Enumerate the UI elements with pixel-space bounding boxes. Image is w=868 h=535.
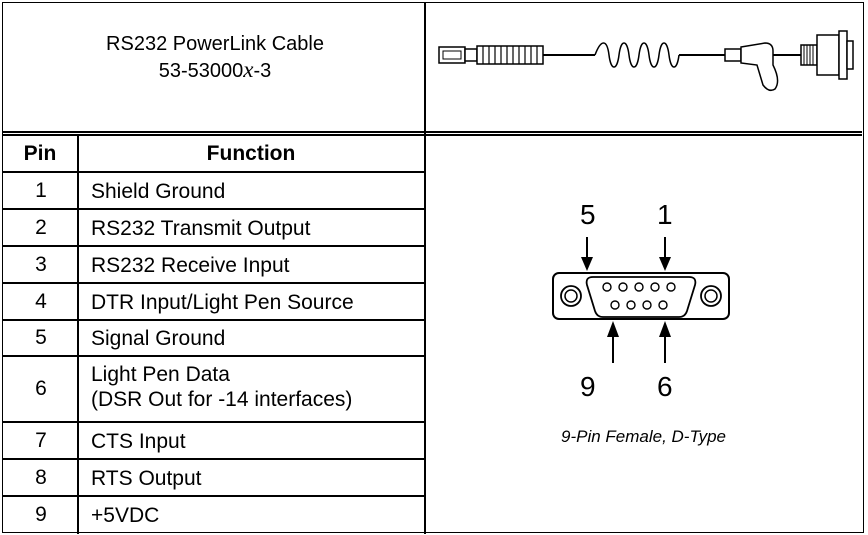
pin-label-5: 5 xyxy=(580,199,596,230)
pin-number: 1 xyxy=(35,179,47,202)
pin-number: 9 xyxy=(35,503,47,526)
pin-number: 7 xyxy=(35,429,47,452)
cable-title: RS232 PowerLink Cable 53-53000x-3 xyxy=(3,31,427,84)
pin-function: Light Pen Data (DSR Out for -14 interfac… xyxy=(91,363,353,411)
cable-name: RS232 PowerLink Cable xyxy=(106,33,324,55)
pin-label-1: 1 xyxy=(657,199,673,230)
pin-function: RTS Output xyxy=(91,467,202,490)
pin-function: RS232 Transmit Output xyxy=(91,217,311,240)
pin-label-6: 6 xyxy=(657,371,673,402)
pin-number: 3 xyxy=(35,253,47,276)
db9-connector-icon xyxy=(552,237,730,363)
pin-function: RS232 Receive Input xyxy=(91,254,290,277)
part-number: 53-53000x-3 xyxy=(158,57,272,82)
pin-number: 2 xyxy=(35,216,47,239)
pin-label-9: 9 xyxy=(580,371,596,402)
pin-function: Shield Ground xyxy=(91,180,226,203)
pin-number: 5 xyxy=(35,326,47,349)
pin-function: +5VDC xyxy=(91,504,160,527)
cable-illustration xyxy=(438,30,854,92)
pin-column-header: Pin xyxy=(23,142,57,165)
pin-function: DTR Input/Light Pen Source xyxy=(91,291,354,314)
pin-function: Signal Ground xyxy=(91,327,226,350)
pin-number: 4 xyxy=(35,290,47,313)
pin-function: CTS Input xyxy=(91,430,186,453)
connector-caption: 9-Pin Female, D-Type xyxy=(560,427,726,446)
pin-number: 8 xyxy=(35,466,47,489)
function-column-header: Function xyxy=(206,142,296,165)
pin-number: 6 xyxy=(35,377,47,400)
